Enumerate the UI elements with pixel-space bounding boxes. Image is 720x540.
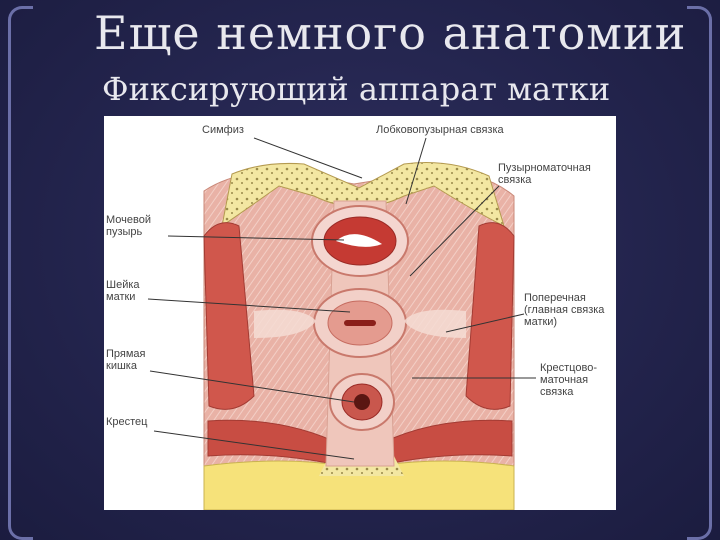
leader-lines [147,137,536,460]
label-symphysis: Симфиз [202,124,244,136]
label-sacrouterine-ligament: Крестцово-маточная связка [540,362,597,398]
transverse-ligament-left [254,309,316,338]
right-muscle [465,222,515,410]
label-sacrum: Крестец [106,416,148,428]
label-cervix: Шейка матки [106,279,140,303]
left-muscle [203,222,255,410]
label-transverse-ligament: Поперечная (главная связка матки) [524,292,605,328]
anatomy-illustration [147,137,536,510]
anatomy-figure: Симфиз Лобковопузырная связка Пузырномат… [104,116,616,510]
label-pubovesical-ligament: Лобковопузырная связка [376,124,504,136]
label-rectum: Прямая кишка [106,348,146,372]
symphysis-fat [221,162,505,228]
rectum-lumen [354,394,370,410]
label-bladder: Мочевой пузырь [106,214,151,238]
bladder-lumen [336,234,382,247]
slide-subtitle: Фиксирующий аппарат матки [102,70,611,108]
right-bracket-decoration [687,6,712,540]
slide-title: Еще немного анатомии [94,6,687,60]
label-vesicouterine-ligament: Пузырноматочная связка [498,162,591,186]
left-bracket-decoration [8,6,33,540]
cervix-os [344,320,376,326]
